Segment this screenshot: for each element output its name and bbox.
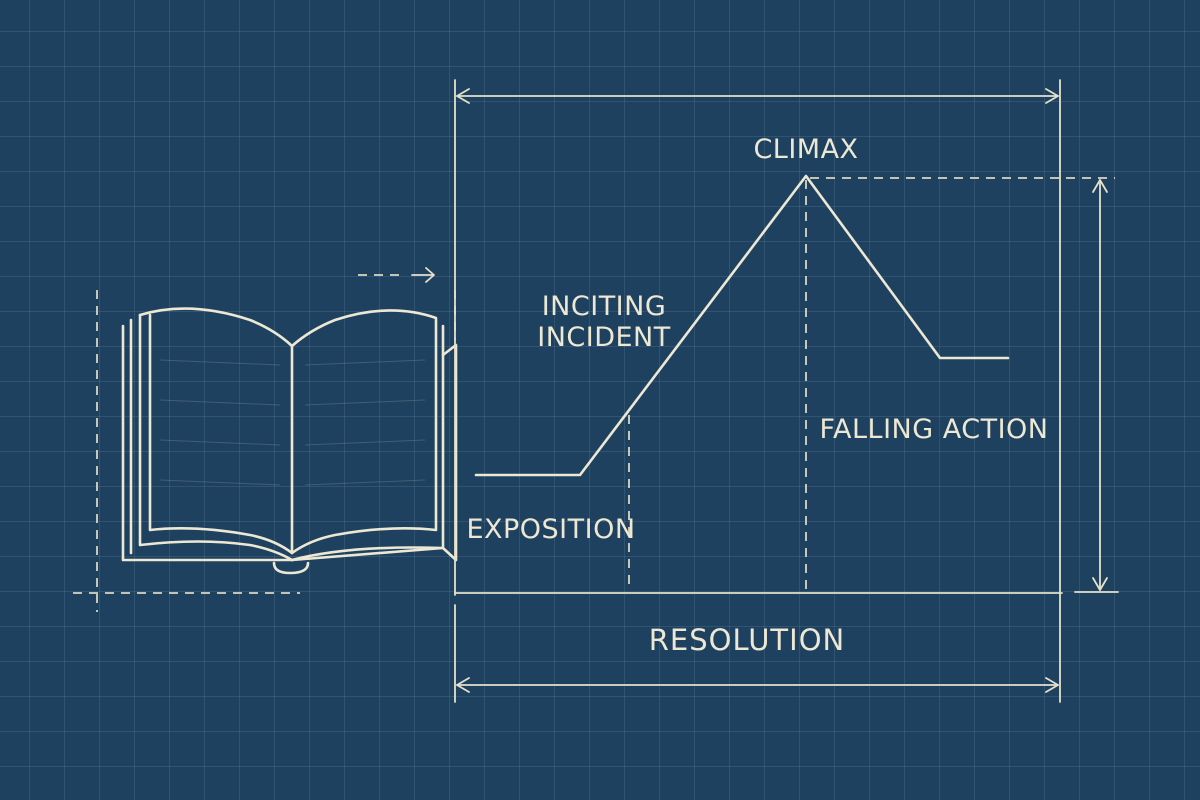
diagram-frame	[454, 79, 1063, 703]
bottom-dimension-arrow	[456, 677, 1059, 693]
right-dimension-arrow	[1074, 179, 1119, 593]
top-dimension-arrow	[456, 88, 1059, 104]
inciting-incident-label-line1: INCITING	[542, 291, 667, 322]
plot-arc-line	[474, 174, 1010, 477]
resolution-label: RESOLUTION	[649, 623, 845, 657]
falling-action-label: FALLING ACTION	[819, 414, 1048, 445]
inciting-incident-label-line2: INCIDENT	[537, 322, 671, 353]
open-book-icon	[121, 307, 458, 575]
reference-dashes	[628, 177, 1115, 590]
climax-label: CLIMAX	[753, 134, 858, 165]
exposition-label: EXPOSITION	[466, 514, 635, 545]
